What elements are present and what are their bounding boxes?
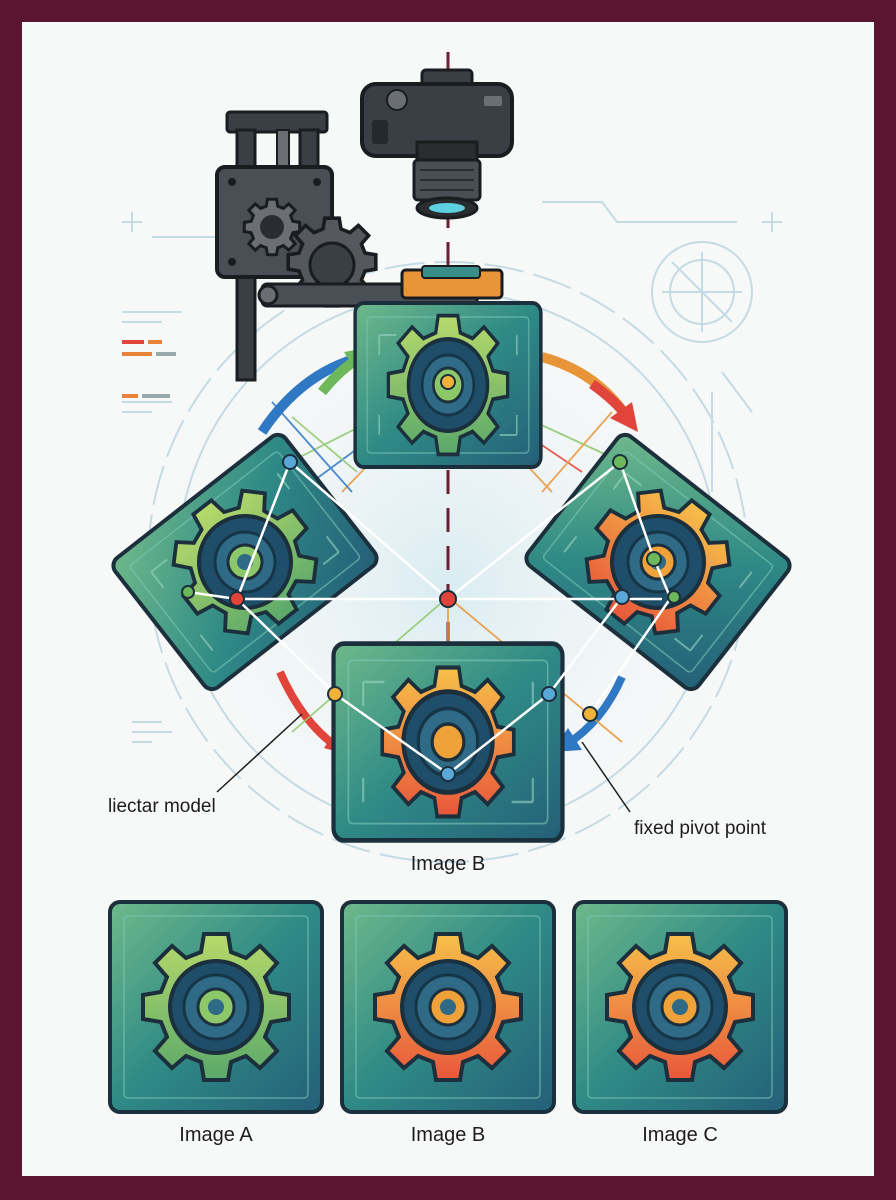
code-snippet-lines — [122, 340, 176, 398]
thumbnail-c-caption: Image C — [642, 1124, 718, 1146]
thumbnail-c — [572, 900, 788, 1114]
label-leader-lines — [216, 713, 631, 813]
thumbnail-b-caption: Image B — [410, 1124, 486, 1146]
multi-view-capture-diagram — [107, 52, 796, 1114]
camera-icon — [360, 68, 514, 220]
model-label: liectar model — [108, 796, 216, 817]
thumbnail-a-caption: Image A — [179, 1124, 253, 1146]
motor-mount-icon — [215, 110, 504, 382]
pivot-point-icon — [181, 374, 681, 782]
view-card-bottom — [334, 644, 563, 841]
thumbnail-a — [108, 900, 324, 1114]
diagram-canvas: liectar model fixed pivot point Image B … — [22, 22, 874, 1176]
thumbnail-b — [340, 900, 556, 1114]
rotation-arrow-icon — [257, 347, 638, 756]
center-image-caption: Image B — [410, 853, 486, 875]
pivot-label: fixed pivot point — [634, 818, 767, 839]
